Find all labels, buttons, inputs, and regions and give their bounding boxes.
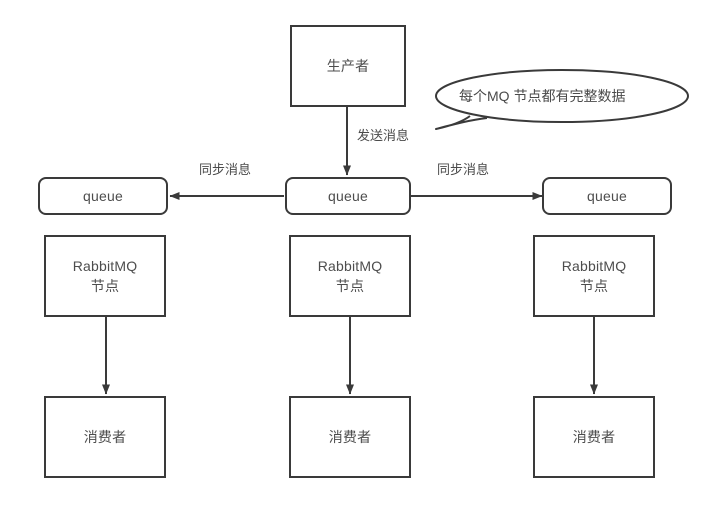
node-consumer-left-label: 消费者 [83, 429, 127, 445]
node-consumer-left[interactable]: 消费者 [44, 396, 166, 478]
node-rabbitmq-center-label: RabbitMQ 节点 [317, 258, 383, 294]
node-producer-label: 生产者 [326, 58, 370, 74]
edge-label-sync-left: 同步消息 [199, 162, 252, 177]
node-rabbitmq-right[interactable]: RabbitMQ 节点 [533, 235, 655, 317]
node-consumer-right[interactable]: 消费者 [533, 396, 655, 478]
edge-label-send-message: 发送消息 [357, 128, 410, 143]
node-rabbitmq-left-label: RabbitMQ 节点 [72, 258, 138, 294]
node-queue-right-label: queue [587, 188, 627, 204]
node-consumer-center[interactable]: 消费者 [289, 396, 411, 478]
node-rabbitmq-left[interactable]: RabbitMQ 节点 [44, 235, 166, 317]
callout-tail [435, 115, 488, 130]
node-consumer-right-label: 消费者 [572, 429, 616, 445]
callout-bubble [435, 69, 689, 123]
node-queue-left-label: queue [83, 188, 123, 204]
node-queue-center[interactable]: queue [285, 177, 411, 215]
node-queue-center-label: queue [328, 188, 368, 204]
node-queue-left[interactable]: queue [38, 177, 168, 215]
node-consumer-center-label: 消费者 [328, 429, 372, 445]
node-producer[interactable]: 生产者 [290, 25, 406, 107]
node-rabbitmq-right-label: RabbitMQ 节点 [561, 258, 627, 294]
callout-label: 每个MQ 节点都有完整数据 [459, 88, 626, 104]
node-rabbitmq-center[interactable]: RabbitMQ 节点 [289, 235, 411, 317]
node-queue-right[interactable]: queue [542, 177, 672, 215]
edge-label-sync-right: 同步消息 [437, 162, 490, 177]
